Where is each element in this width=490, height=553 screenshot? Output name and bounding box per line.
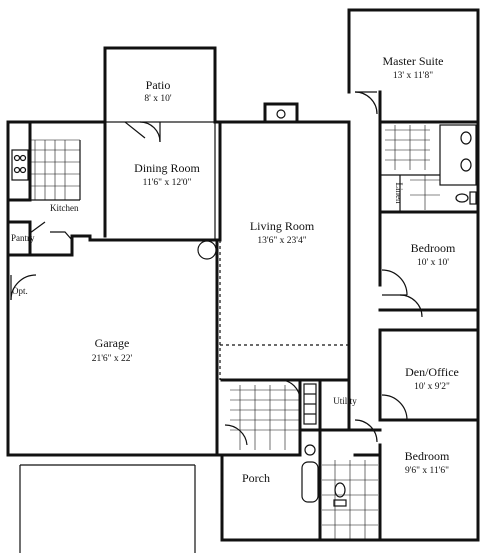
master-suite-label: Master Suite (383, 54, 444, 68)
master-suite-dims: 13' x 11'8" (393, 71, 433, 81)
patio-label: Patio (146, 78, 171, 92)
opt-label: Opt. (12, 286, 28, 296)
driveway (19, 464, 196, 553)
porch-outline (221, 455, 300, 541)
fireplace (263, 102, 299, 124)
interior-walls (6, 90, 480, 542)
bedroom-1-dims: 10' x 10' (417, 258, 449, 268)
hall-bath-fixtures (301, 444, 347, 507)
dining-room-dims: 11'6" x 12'0" (143, 178, 192, 188)
kitchen-tile (30, 139, 80, 200)
master-bath-fixtures (439, 124, 477, 205)
linen-label: Linen (394, 183, 404, 204)
pantry-label: Pantry (11, 233, 35, 243)
porch-label: Porch (242, 471, 270, 485)
utility-shelves (303, 383, 317, 425)
hall-tile (230, 385, 300, 450)
kitchen-label: Kitchen (50, 203, 79, 213)
patio-dims: 8' x 10' (144, 94, 171, 104)
dining-room-label: Dining Room (134, 161, 200, 175)
room-labels: Patio 8' x 10' Dining Room 11'6" x 12'0"… (11, 54, 459, 485)
bedroom-2-label: Bedroom (405, 449, 450, 463)
living-room-label: Living Room (250, 219, 315, 233)
den-office-dims: 10' x 9'2" (414, 382, 450, 392)
hall-bath-tile (322, 460, 378, 540)
den-office-label: Den/Office (405, 365, 459, 379)
living-room-dims: 13'6" x 23'4" (257, 236, 306, 246)
door-swings (10, 91, 423, 446)
water-heater-icon (197, 240, 217, 260)
utility-label: Utility (333, 396, 357, 406)
bedroom-1-label: Bedroom (411, 241, 456, 255)
bath-tile (385, 125, 440, 210)
garage-label: Garage (95, 336, 130, 350)
garage-dims: 21'6" x 22' (92, 354, 133, 364)
stove-icon (11, 149, 29, 181)
bedroom-2-dims: 9'6" x 11'6" (405, 466, 449, 476)
